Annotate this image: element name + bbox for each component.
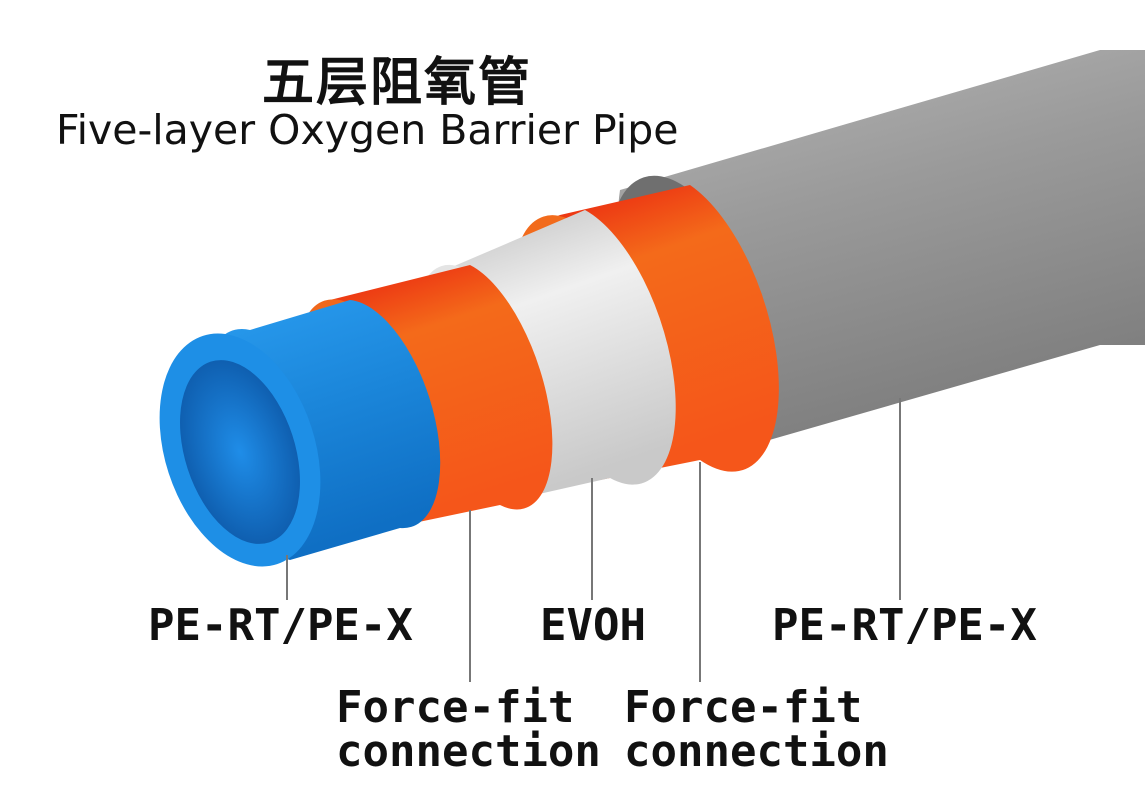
- label-force-fit-inner-line1: Force-fit: [336, 682, 575, 733]
- title-english: Five-layer Oxygen Barrier Pipe: [56, 106, 679, 154]
- title-chinese: 五层阻氧管: [262, 53, 533, 113]
- label-force-fit-inner: Force-fit connection: [336, 686, 601, 774]
- label-inner-pe-rt: PE-RT/PE-X: [148, 600, 413, 651]
- label-force-fit-inner-line2: connection: [336, 726, 601, 777]
- pipe-bore: [180, 360, 300, 544]
- label-force-fit-outer-line2: connection: [624, 726, 889, 777]
- label-force-fit-outer-line1: Force-fit: [624, 682, 863, 733]
- label-outer-pe-rt: PE-RT/PE-X: [772, 600, 1037, 651]
- label-evoh: EVOH: [540, 600, 646, 651]
- label-force-fit-outer: Force-fit connection: [624, 686, 889, 774]
